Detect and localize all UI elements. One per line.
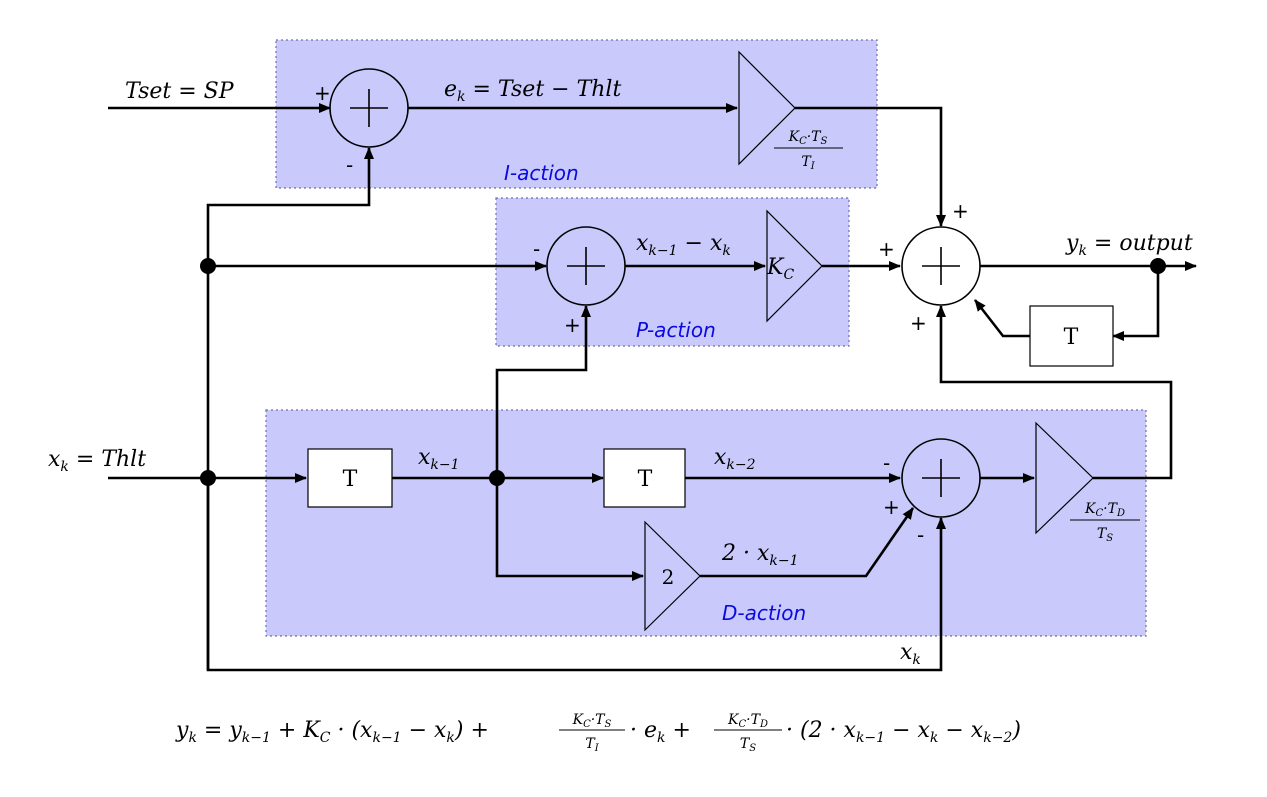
label-xkm1: xk−1 (418, 445, 460, 473)
label-tset: Tset = SP (125, 79, 235, 104)
sum-junction-p (546, 226, 626, 306)
gain-d-triangle (1035, 421, 1094, 535)
sum-junction-d (901, 438, 981, 518)
sign-sum-p-plus: + (564, 313, 581, 337)
svg-text:TI: TI (801, 154, 815, 172)
region-title-d-action: D-action (722, 601, 806, 625)
sign-main-left-plus: + (878, 237, 895, 261)
sign-sum-d-plus: + (883, 495, 900, 519)
label-xkm2: xk−2 (714, 445, 756, 473)
wire-xkm1-to-psum (495, 305, 591, 478)
label-2xkm1: 2 · xk−1 (721, 541, 799, 569)
svg-text:yk = yk−1 + KC · (xk−1 − xk) +: yk = yk−1 + KC · (xk−1 − xk) + (175, 718, 489, 746)
gain-two-triangle (644, 520, 701, 632)
svg-text:· (2 · xk−1 − xk − xk−2): · (2 · xk−1 − xk − xk−2) (786, 718, 1021, 746)
svg-text:KC·TD: KC·TD (727, 712, 768, 730)
region-title-p-action: P-action (636, 318, 716, 342)
d-action-region (265, 409, 1147, 637)
delay-label-feedback: T (1064, 325, 1079, 350)
svg-text:KC·TS: KC·TS (788, 129, 828, 147)
sign-sum-i-plus: + (314, 81, 331, 105)
delay-box-2 (603, 448, 686, 508)
svg-text:KC·TS: KC·TS (572, 712, 612, 730)
wire-2xkm1 (700, 507, 915, 578)
wire-xkm1-to-gain2 (495, 478, 644, 581)
sum-junction-i (329, 68, 409, 148)
delay-label-2: T (638, 467, 653, 492)
junction-dot-xk (200, 470, 216, 486)
delay-box-feedback (1029, 305, 1114, 367)
gain-i-triangle (738, 50, 796, 166)
sign-sum-i-minus: - (346, 153, 353, 177)
wire-d-out (936, 305, 1173, 480)
control-law-equation: yk = yk−1 + KC · (xk−1 − xk) + KC·TS TI … (175, 712, 1021, 754)
label-xk-input: xk = Thlt (48, 447, 146, 475)
label-xk-bottom: xk (900, 640, 921, 668)
gain-i-fraction: KC·TS TI (774, 129, 843, 172)
wire-thlt-to-sum1 (206, 147, 374, 670)
label-yk: yk = output (1065, 231, 1193, 259)
junction-dot-output (1150, 258, 1166, 274)
label-ek: ek = Tset − Thlt (444, 77, 621, 105)
delay-box-1 (307, 448, 393, 508)
sum-junction-main (901, 226, 981, 306)
svg-text:TI: TI (585, 736, 599, 754)
wire-output-feedback (1112, 266, 1160, 341)
svg-text:TS: TS (740, 736, 756, 754)
region-title-i-action: I-action (504, 161, 579, 185)
junction-dot-xkm1 (489, 470, 505, 486)
wire-delay-to-sum (973, 299, 1030, 338)
svg-text:KC·TD: KC·TD (1084, 501, 1125, 519)
sign-sum-d-minus: - (883, 451, 890, 475)
sign-sum-p-minus: - (533, 237, 540, 261)
delay-label-1: T (343, 467, 358, 492)
gain-two-label: 2 (662, 565, 675, 589)
label-p-diff: xk−1 − xk (636, 231, 731, 259)
gain-d-fraction: KC·TD TS (1070, 501, 1140, 544)
junction-dot-p (200, 258, 216, 274)
wire-i-out (795, 106, 946, 227)
gain-kc-triangle (766, 209, 823, 323)
sign-main-bottom-plus: + (910, 311, 927, 335)
svg-text:TS: TS (1097, 526, 1113, 544)
gain-kc-label: KC (766, 255, 794, 283)
sign-main-top-plus: + (952, 199, 969, 223)
sign-sum-d-bottom-minus: - (917, 523, 924, 547)
wire-xk-bottom (206, 478, 946, 672)
svg-text:· ek +: · ek + (630, 718, 691, 746)
